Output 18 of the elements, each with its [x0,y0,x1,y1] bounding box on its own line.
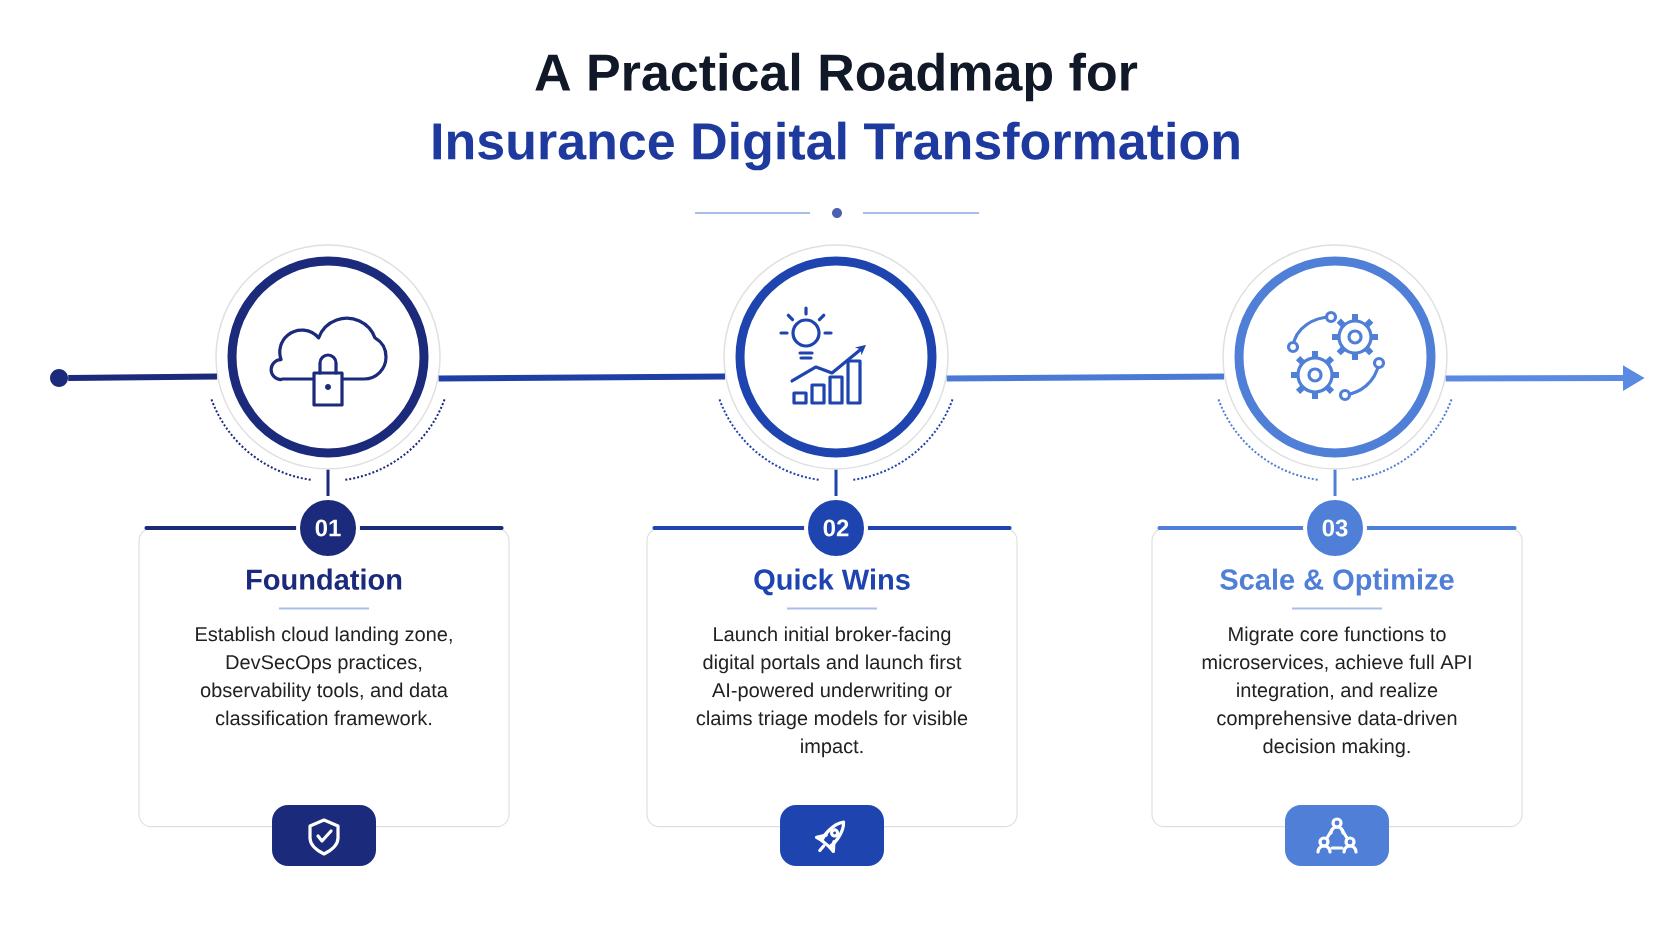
step-heading: Foundation [247,568,402,590]
connector-line [1333,469,1337,496]
step-description: Launch initial broker-facing digital portals and launch first AI-powered underwriting or claims triage models for visible impact. [696,626,968,758]
timeline-line [68,373,217,381]
title: Insurance Digital Transformation [433,121,1239,171]
connector-line [834,469,838,496]
step-heading: Quick Wins [754,568,910,596]
step-number-badge: 03 [1303,496,1367,560]
step-description: Migrate core functions to microservices, achieve full API integration, and realize comprehensive data-driven decision making. [1202,626,1471,758]
step-number-badge: 01 [296,496,360,560]
step-description: Establish cloud landing zone, DevSecOps practices, observability tools, and data classification framework. [196,626,452,726]
title: A Practical Roadmap for [535,52,1138,102]
timeline-start-dot [50,369,68,387]
timeline-line [438,373,725,382]
step-heading: Scale & Optimize [1220,568,1454,596]
connector-line [326,469,330,496]
timeline-line [946,373,1224,382]
step-number-badge: 02 [804,496,868,560]
